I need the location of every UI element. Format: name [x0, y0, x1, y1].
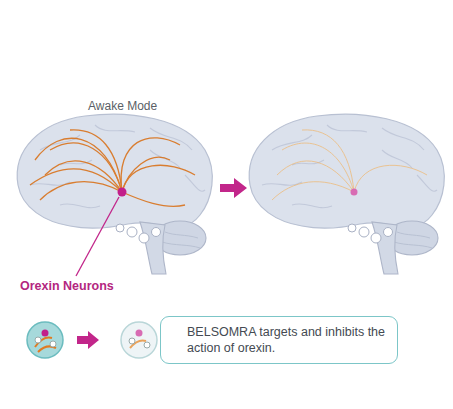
reduced-fibers [272, 130, 427, 200]
blocked-receptor-icon [121, 322, 157, 358]
part-label: Orexin Neurons [20, 279, 114, 293]
mode-label: Awake Mode [88, 99, 157, 113]
callout-box: BELSOMRA targets and inhibits the action… [160, 316, 398, 364]
transition-arrow [220, 178, 247, 198]
orexin-fibers [30, 130, 195, 206]
leader-line [76, 197, 119, 276]
callout-text: BELSOMRA targets and inhibits the action… [187, 324, 387, 356]
orexin-dot [118, 188, 127, 197]
left-brain [17, 114, 212, 274]
small-arrow [77, 331, 99, 349]
orexin-dot [351, 189, 358, 196]
right-brain [249, 114, 444, 274]
receptor-icon [27, 322, 63, 358]
